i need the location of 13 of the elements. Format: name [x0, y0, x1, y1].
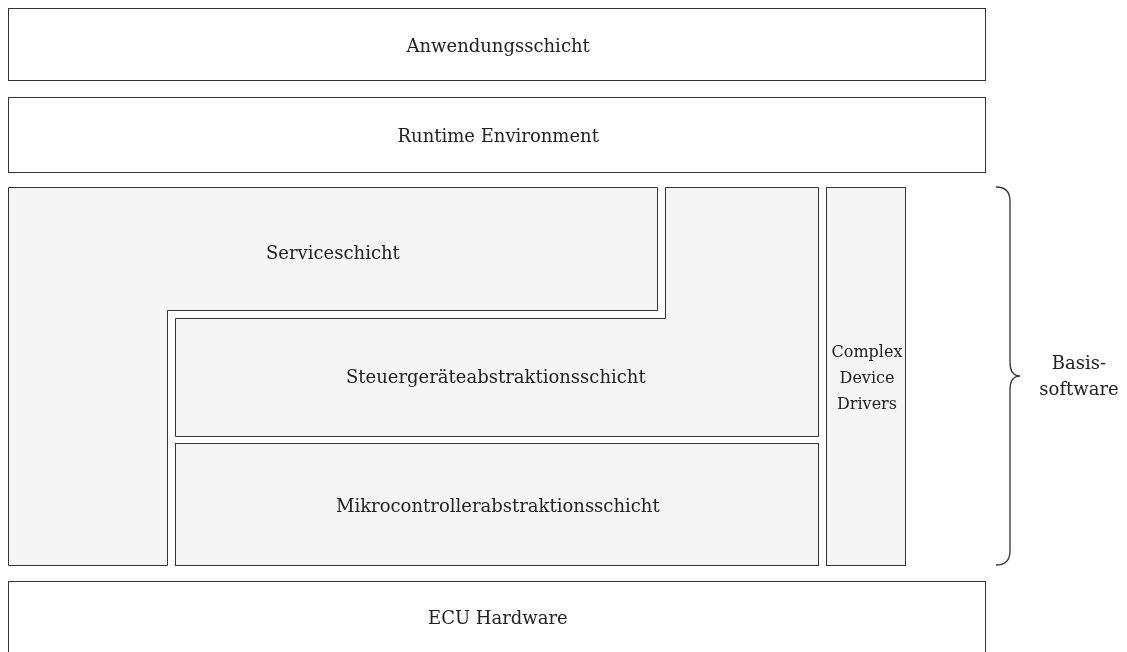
layer-box [8, 581, 986, 652]
group-label: Basis-software [1038, 351, 1120, 401]
layer-box [826, 187, 906, 566]
layer-label: Mikrocontrollerabstraktionsschicht [336, 493, 660, 518]
layer-label: Serviceschicht [266, 241, 400, 265]
layer-box [8, 8, 986, 81]
layer-label: Steuergeräteabstraktionsschicht [346, 365, 646, 389]
layer-label: Anwendungsschicht [406, 33, 590, 58]
layer-label: Runtime Environment [397, 124, 599, 148]
layer-label: Complex Device Drivers [830, 340, 904, 415]
layer-box [175, 443, 819, 566]
layer-label: ECU Hardware [428, 606, 568, 630]
layer-box [8, 97, 986, 173]
